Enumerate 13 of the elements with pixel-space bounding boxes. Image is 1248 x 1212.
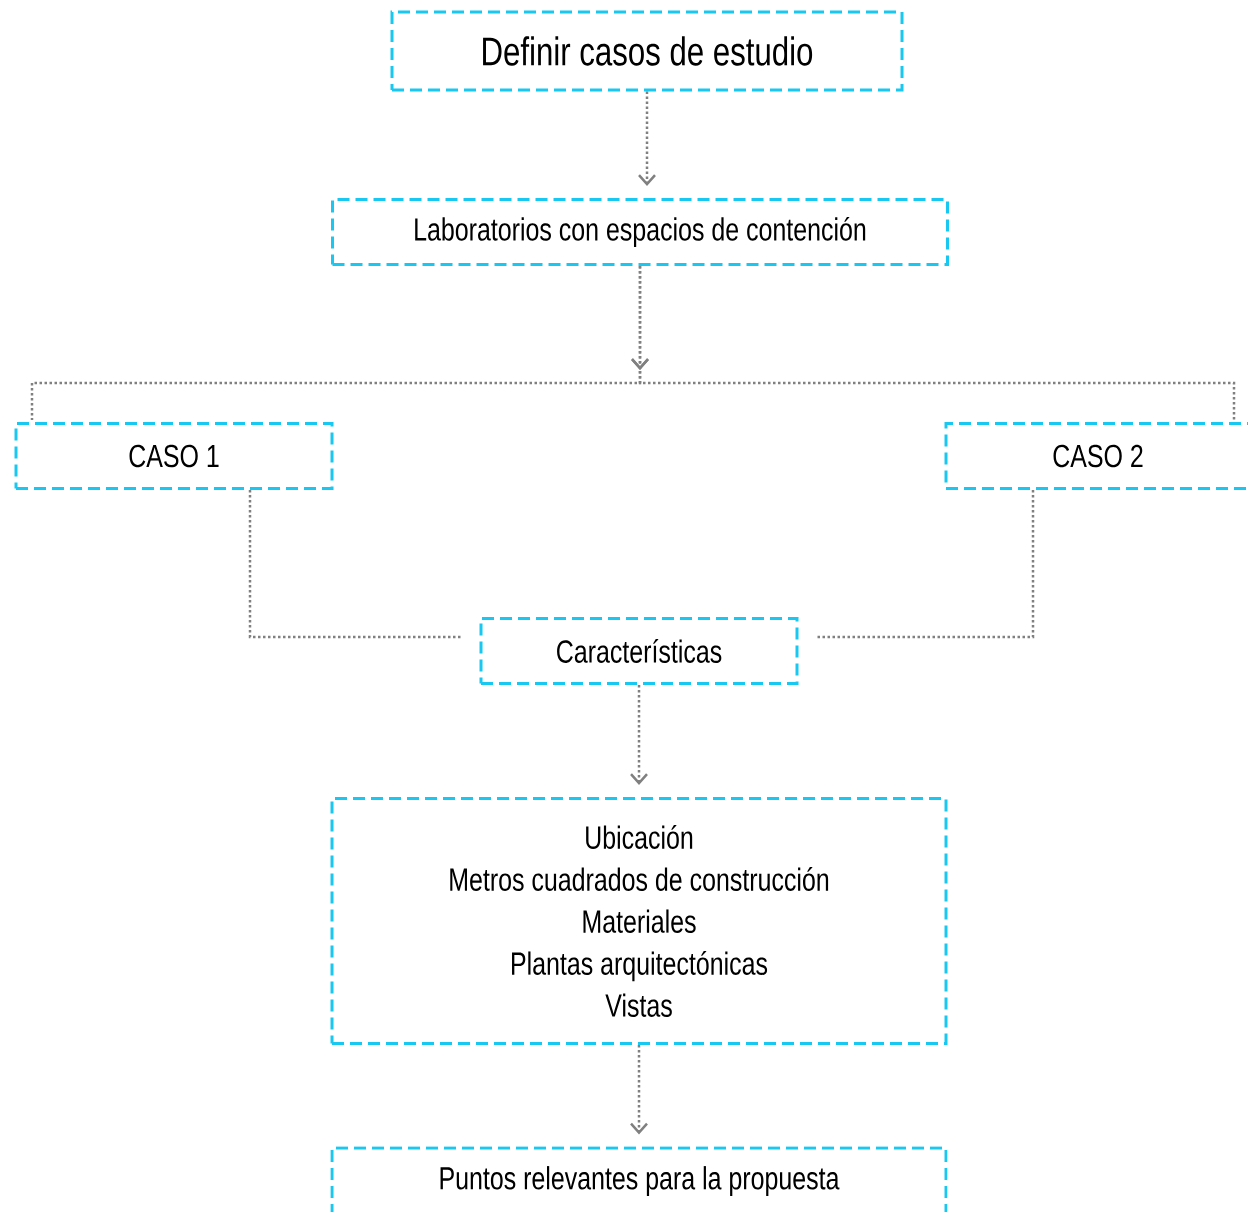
process-box: CASO 2 [944, 422, 1248, 490]
connector-line [631, 266, 1236, 420]
process-box: Puntos relevantes para la propuesta [330, 1146, 948, 1212]
arrow [638, 91, 656, 186]
process-box: CASO 1 [14, 422, 334, 490]
arrow [630, 1045, 648, 1135]
connector-line [815, 490, 1035, 639]
arrow [630, 685, 648, 785]
process-box: Laboratorios con espacios de contención [331, 198, 949, 266]
process-box: Ubicación Metros cuadrados de construcción Materiales Plantas arquitectónicas Vistas [330, 797, 948, 1045]
process-box: Características [479, 617, 799, 685]
process-box: Definir casos de estudio [390, 10, 904, 92]
connector-line [248, 490, 463, 639]
